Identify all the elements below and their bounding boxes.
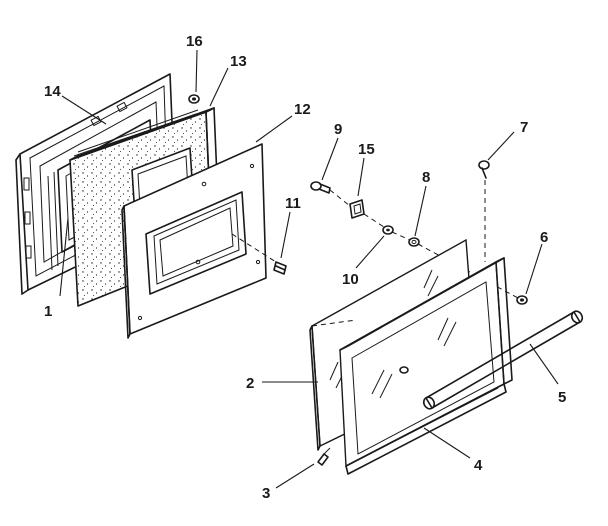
callout-1: 1 — [44, 303, 52, 320]
handle-spacer — [382, 225, 394, 235]
callout-7: 7 — [520, 119, 528, 136]
handle-clip — [349, 199, 365, 219]
panel-screw — [231, 233, 287, 275]
callout-3: 3 — [262, 485, 270, 502]
inner-door-panel — [121, 143, 267, 339]
handle-end-cap — [516, 295, 528, 305]
callout-6: 6 — [540, 229, 548, 246]
callout-15: 15 — [358, 141, 375, 158]
callout-labels: 14 16 13 12 11 9 15 8 7 6 10 1 2 5 4 3 — [44, 33, 566, 502]
trim-screw — [478, 160, 490, 262]
leader-lines — [59, 49, 559, 489]
callout-13: 13 — [230, 53, 247, 70]
callout-5: 5 — [558, 389, 566, 406]
outer-door-frame — [339, 257, 513, 475]
callout-4: 4 — [474, 457, 483, 474]
bottom-screw — [317, 447, 331, 466]
handle-washer — [408, 237, 420, 247]
callout-2: 2 — [246, 375, 254, 392]
callout-10: 10 — [342, 271, 359, 288]
top-screw — [188, 94, 200, 104]
callout-11: 11 — [285, 195, 301, 212]
callout-14: 14 — [44, 83, 61, 100]
callout-12: 12 — [294, 101, 311, 118]
callout-8: 8 — [422, 169, 430, 186]
callout-16: 16 — [186, 33, 203, 50]
door-handle — [422, 310, 584, 410]
callout-9: 9 — [334, 121, 342, 138]
handle-screw — [310, 181, 331, 194]
